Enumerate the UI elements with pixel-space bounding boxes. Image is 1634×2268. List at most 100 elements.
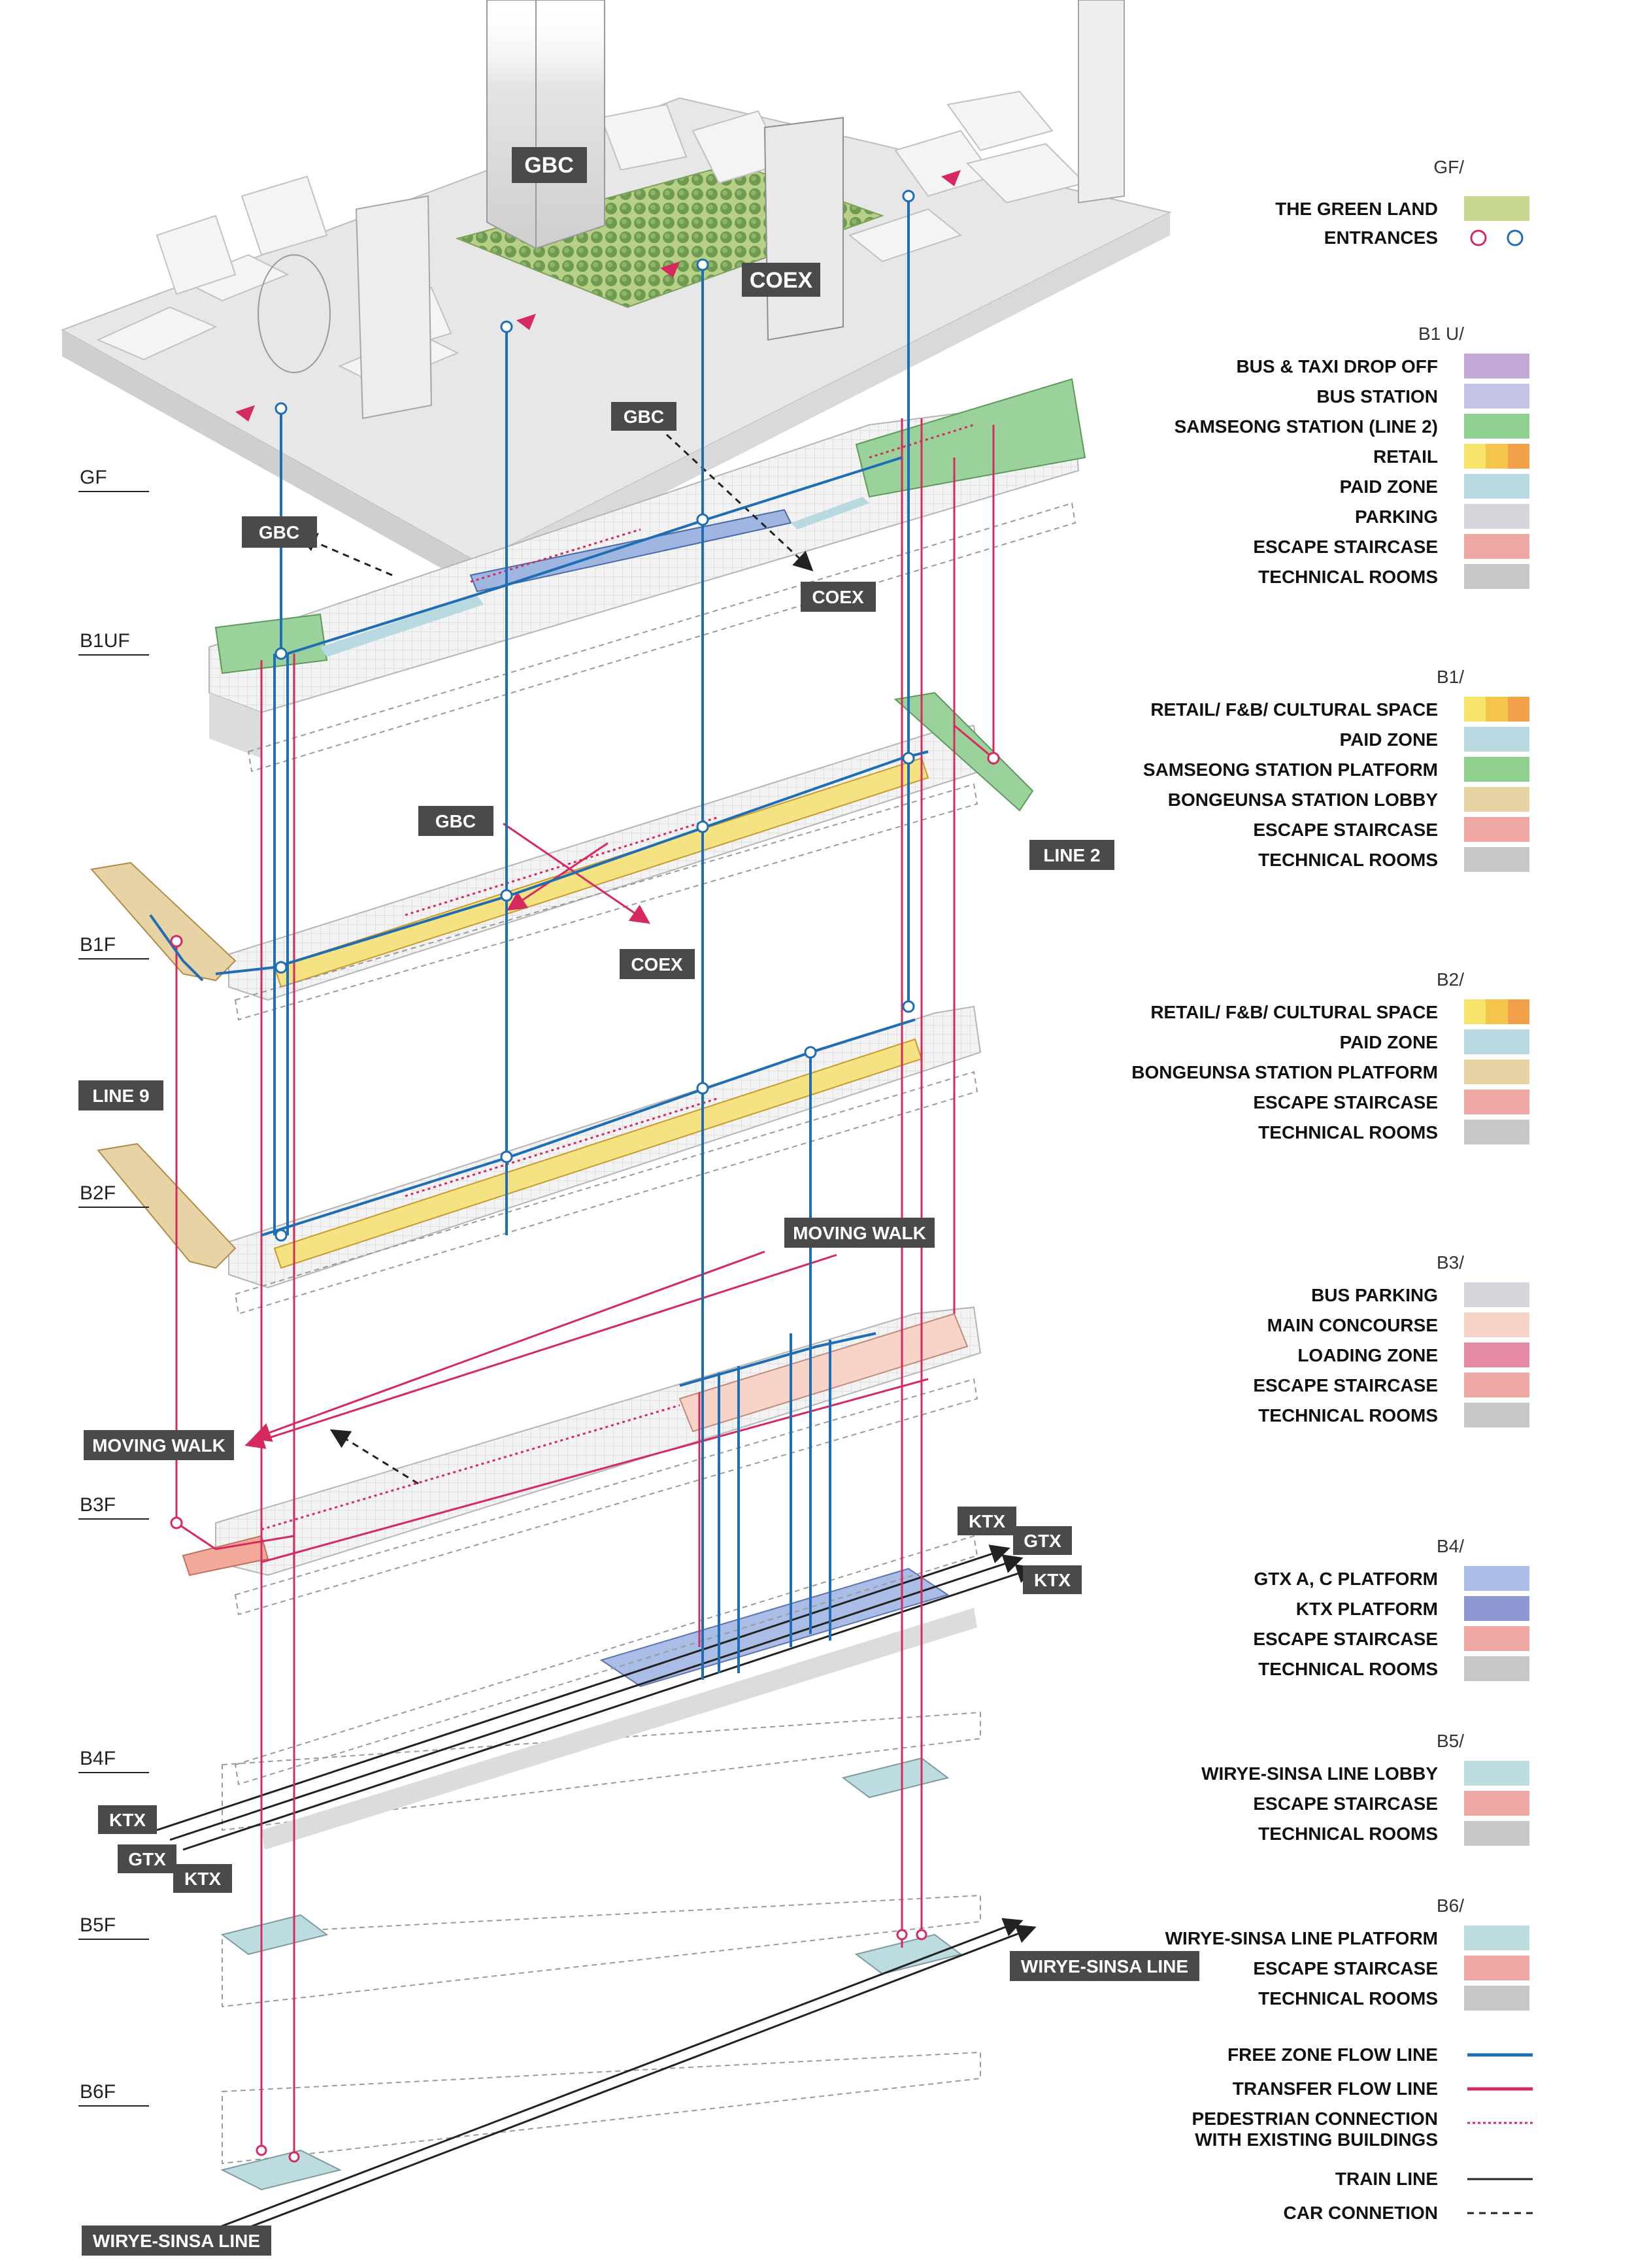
legend-row: TECHNICAL ROOMS bbox=[1046, 1655, 1582, 1684]
svg-text:COEX: COEX bbox=[631, 954, 683, 975]
floor-label-b6f: B6F bbox=[80, 2081, 116, 2103]
free-zone-line-icon bbox=[1467, 2053, 1533, 2057]
tag-wirye-right: WIRYE-SINSA LINE bbox=[1010, 1951, 1199, 1981]
svg-text:COEX: COEX bbox=[812, 587, 864, 607]
svg-text:LINE 9: LINE 9 bbox=[92, 1086, 149, 1106]
legend-row: PARKING bbox=[1046, 503, 1582, 531]
legend-line-row: CAR CONNETION bbox=[1046, 2199, 1582, 2227]
legend-row: ESCAPE STAIRCASE bbox=[1046, 816, 1582, 844]
swatch-technical bbox=[1464, 1120, 1529, 1144]
legend-row: TECHNICAL ROOMS bbox=[1046, 1820, 1582, 1848]
tag-gbc-left: GBC bbox=[242, 516, 317, 548]
swatch-technical bbox=[1464, 1986, 1529, 2010]
swatch-bongeunsa-platform bbox=[1464, 1059, 1529, 1084]
svg-text:COEX: COEX bbox=[750, 268, 813, 293]
legend-row: THE GREEN LAND bbox=[1046, 195, 1582, 224]
svg-text:GBC: GBC bbox=[624, 407, 664, 427]
tag-coex-b1: COEX bbox=[620, 949, 695, 979]
floor-b4f bbox=[222, 1535, 981, 1850]
swatch-escape bbox=[1464, 1956, 1529, 1980]
svg-text:GBC: GBC bbox=[524, 153, 574, 178]
swatch-technical bbox=[1464, 1403, 1529, 1427]
legend-row: TECHNICAL ROOMS bbox=[1046, 1118, 1582, 1147]
legend-row: MAIN CONCOURSE bbox=[1046, 1311, 1582, 1340]
tag-gtx-left: GTX bbox=[118, 1844, 176, 1873]
swatch-retail bbox=[1464, 999, 1529, 1024]
svg-text:GBC: GBC bbox=[435, 811, 476, 831]
legend-row: BUS PARKING bbox=[1046, 1281, 1582, 1310]
svg-text:KTX: KTX bbox=[109, 1810, 146, 1830]
legend-row: SAMSEONG STATION PLATFORM bbox=[1046, 756, 1582, 784]
coex-tower bbox=[763, 116, 844, 341]
floor-labels: GF B1UF B1F B2F B3F B4F B5F B6F bbox=[78, 467, 149, 2107]
swatch-technical bbox=[1464, 564, 1529, 589]
legend-line-row: FREE ZONE FLOW LINE bbox=[1046, 2041, 1582, 2069]
legend-row: LOADING ZONE bbox=[1046, 1341, 1582, 1370]
tag-ktx-left-2: KTX bbox=[173, 1864, 232, 1893]
train-line-icon bbox=[1467, 2178, 1533, 2180]
swatch-technical bbox=[1464, 1821, 1529, 1846]
gbc-tower bbox=[486, 0, 605, 250]
swatch-green-land bbox=[1464, 196, 1529, 221]
svg-text:WIRYE-SINSA LINE: WIRYE-SINSA LINE bbox=[1021, 1956, 1188, 1976]
legend-row: RETAIL bbox=[1046, 442, 1582, 471]
legend-row: PAID ZONE bbox=[1046, 725, 1582, 754]
tag-moving-walk-left: MOVING WALK bbox=[84, 1430, 234, 1460]
tag-gbc-tower: GBC bbox=[512, 147, 587, 183]
swatch-wirye-platform bbox=[1464, 1926, 1529, 1950]
legend-row: SAMSEONG STATION (LINE 2) bbox=[1046, 412, 1582, 441]
legend-row: BONGEUNSA STATION PLATFORM bbox=[1046, 1058, 1582, 1087]
swatch-escape bbox=[1464, 1791, 1529, 1816]
swatch-escape bbox=[1464, 534, 1529, 559]
legend-row: RETAIL/ F&B/ CULTURAL SPACE bbox=[1046, 998, 1582, 1027]
legend-row: ESCAPE STAIRCASE bbox=[1046, 1790, 1582, 1818]
free-zone-flow-lines bbox=[149, 196, 929, 1680]
legend-line-row: TRAIN LINE bbox=[1046, 2165, 1582, 2193]
tag-gtx-right: GTX bbox=[1013, 1526, 1072, 1555]
legend-title-b2: B2/ bbox=[1436, 969, 1464, 990]
legend-line-row: TRANSFER FLOW LINE bbox=[1046, 2075, 1582, 2103]
floor-label-b5f: B5F bbox=[80, 1914, 116, 1936]
legend-row: TECHNICAL ROOMS bbox=[1046, 1401, 1582, 1430]
entrance-flags bbox=[235, 170, 961, 422]
tag-gbc-b1: GBC bbox=[418, 806, 493, 836]
pedestrian-line-icon bbox=[1467, 2122, 1533, 2124]
swatch-technical bbox=[1464, 1656, 1529, 1681]
svg-text:KTX: KTX bbox=[184, 1869, 221, 1889]
legend-row: PAID ZONE bbox=[1046, 473, 1582, 501]
swatch-retail bbox=[1464, 697, 1529, 722]
tag-moving-walk-right: MOVING WALK bbox=[784, 1218, 935, 1248]
legend-title-b1u: B1 U/ bbox=[1418, 324, 1464, 344]
tag-ktx-right-1: KTX bbox=[958, 1507, 1016, 1535]
legend-row: BUS & TAXI DROP OFF bbox=[1046, 352, 1582, 381]
legend-row: BONGEUNSA STATION LOBBY bbox=[1046, 786, 1582, 814]
swatch-main-concourse bbox=[1464, 1312, 1529, 1337]
tag-line2: LINE 2 bbox=[1029, 840, 1114, 870]
legend-row: ESCAPE STAIRCASE bbox=[1046, 533, 1582, 561]
swatch-parking bbox=[1464, 504, 1529, 529]
legend-title-b6: B6/ bbox=[1436, 1895, 1464, 1916]
flow-nodes bbox=[275, 190, 915, 1242]
legend-row: PAID ZONE bbox=[1046, 1028, 1582, 1057]
legend-title-b4: B4/ bbox=[1436, 1536, 1464, 1556]
tag-coex-b1u: COEX bbox=[801, 582, 876, 612]
swatch-ktx-platform bbox=[1464, 1596, 1529, 1621]
legend-row: ESCAPE STAIRCASE bbox=[1046, 1088, 1582, 1117]
swatch-bus-station bbox=[1464, 384, 1529, 409]
floor-b2f bbox=[97, 1005, 982, 1315]
swatch-bongeunsa-lobby bbox=[1464, 787, 1529, 812]
transfer-line-icon bbox=[1467, 2087, 1533, 2091]
floor-b6f bbox=[220, 1933, 981, 2191]
swatch-bus-taxi bbox=[1464, 354, 1529, 378]
transfer-nodes bbox=[170, 752, 1000, 2163]
legend-row: KTX PLATFORM bbox=[1046, 1595, 1582, 1624]
tag-line9: LINE 9 bbox=[78, 1080, 163, 1110]
legend-title-b1: B1/ bbox=[1436, 667, 1464, 687]
tag-gbc-gf: GBC bbox=[611, 402, 676, 431]
svg-text:WIRYE-SINSA LINE: WIRYE-SINSA LINE bbox=[93, 2231, 260, 2251]
swatch-paid-zone bbox=[1464, 474, 1529, 499]
entrance-circles-icon bbox=[1470, 229, 1524, 246]
floor-b5f bbox=[220, 1757, 981, 2008]
swatch-samseong bbox=[1464, 414, 1529, 439]
tower-left bbox=[355, 195, 433, 420]
